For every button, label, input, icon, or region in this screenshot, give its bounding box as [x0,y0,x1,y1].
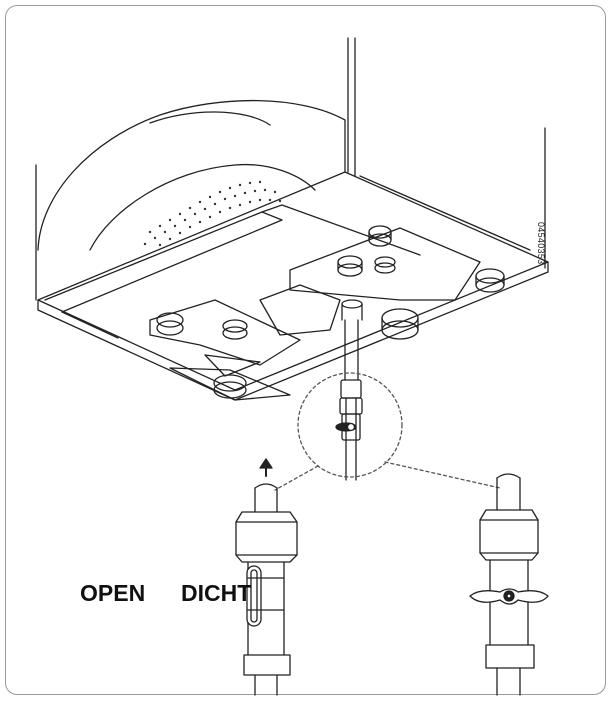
flow-arrow-icon [260,459,272,476]
supply-pipe-icon [341,300,362,480]
detail-callout [275,373,500,490]
grille-dots [143,180,282,247]
gas-valve-icon [336,398,362,440]
drawing-code: 04540353 [536,222,546,265]
figure-frame [5,5,606,695]
label-open: OPEN [80,580,146,606]
wall-lines [36,38,545,300]
valve-open-icon [236,484,297,695]
label-closed: DICHT [181,580,252,606]
boiler-unit-icon [38,101,548,400]
valve-closed-icon [470,474,548,695]
